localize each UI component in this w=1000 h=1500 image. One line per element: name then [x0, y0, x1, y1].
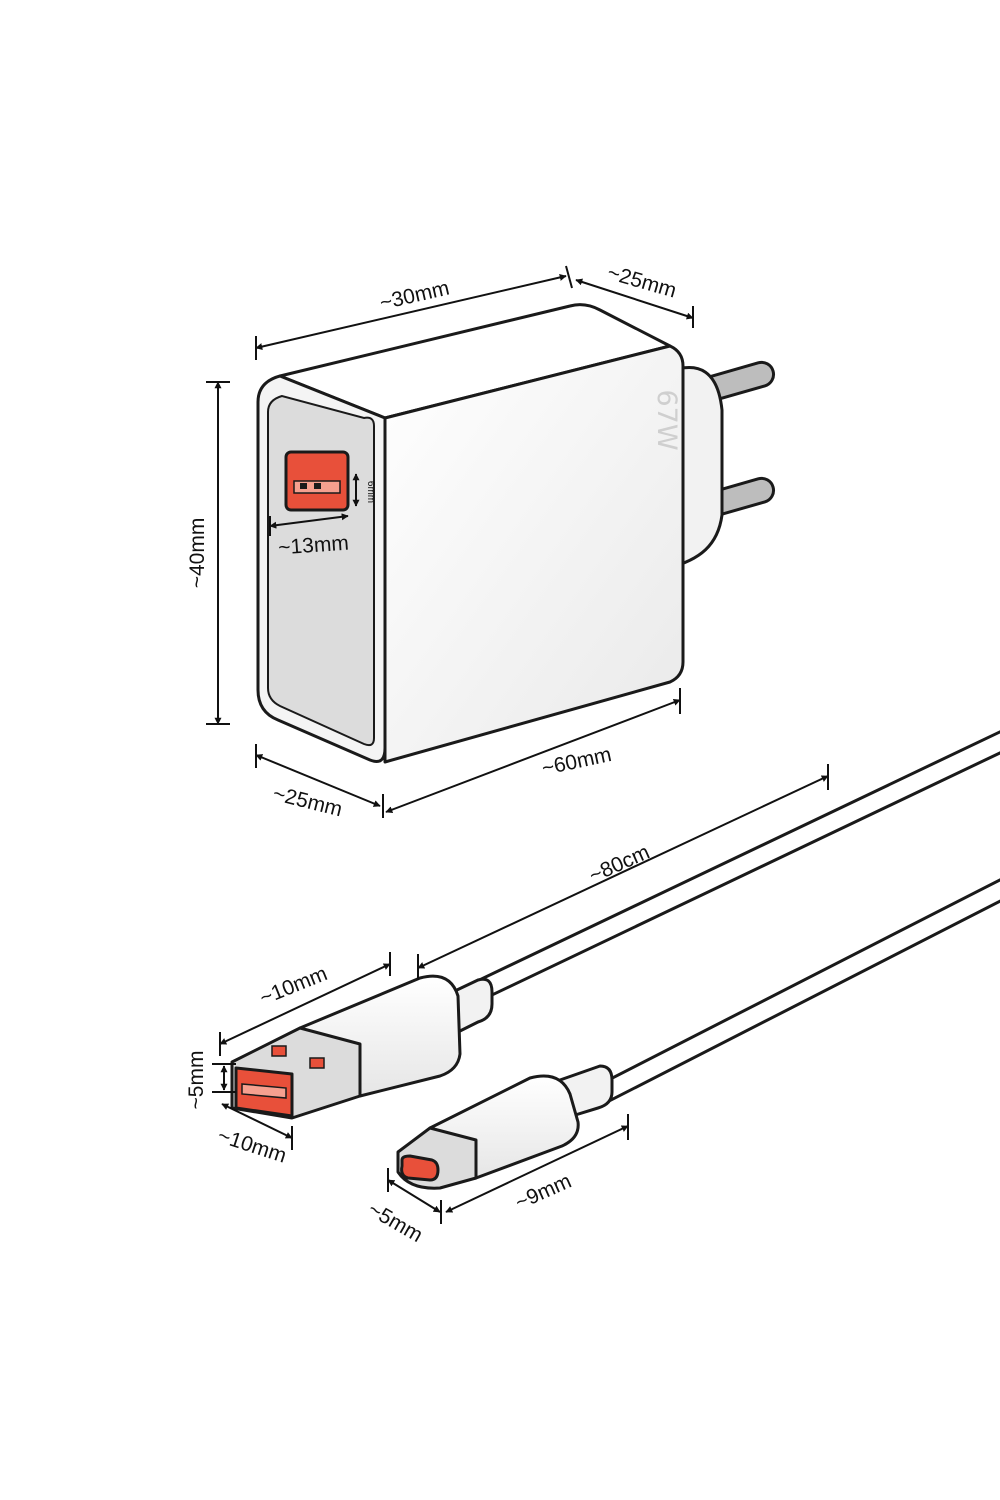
dim-cable-length: ~80cm [586, 841, 653, 888]
dim-charger-depth-top: ~30mm [378, 277, 452, 315]
dim-usba-height: ~5mm [185, 1051, 208, 1110]
charger-front-panel [267, 394, 375, 747]
dim-charger-top-right: ~25mm [605, 261, 679, 303]
charger-side-face [383, 344, 685, 764]
charger-usb-port [284, 450, 350, 512]
cable-dimensions: ~80cm ~10mm ~5mm ~10mm ~9mm ~5mm [185, 764, 829, 1247]
usb-cable [230, 730, 1000, 1190]
dim-usbc-width: ~5mm [364, 1198, 427, 1247]
dim-charger-height: ~40mm [186, 518, 209, 589]
dim-usba-length: ~10mm [257, 962, 331, 1010]
dim-port-height: 6mm [365, 481, 376, 503]
dim-port-width: ~13mm [278, 532, 350, 560]
usb-c-connector [396, 1064, 614, 1190]
wall-charger: 67W [256, 303, 776, 764]
brand-label: 67W [651, 389, 682, 450]
